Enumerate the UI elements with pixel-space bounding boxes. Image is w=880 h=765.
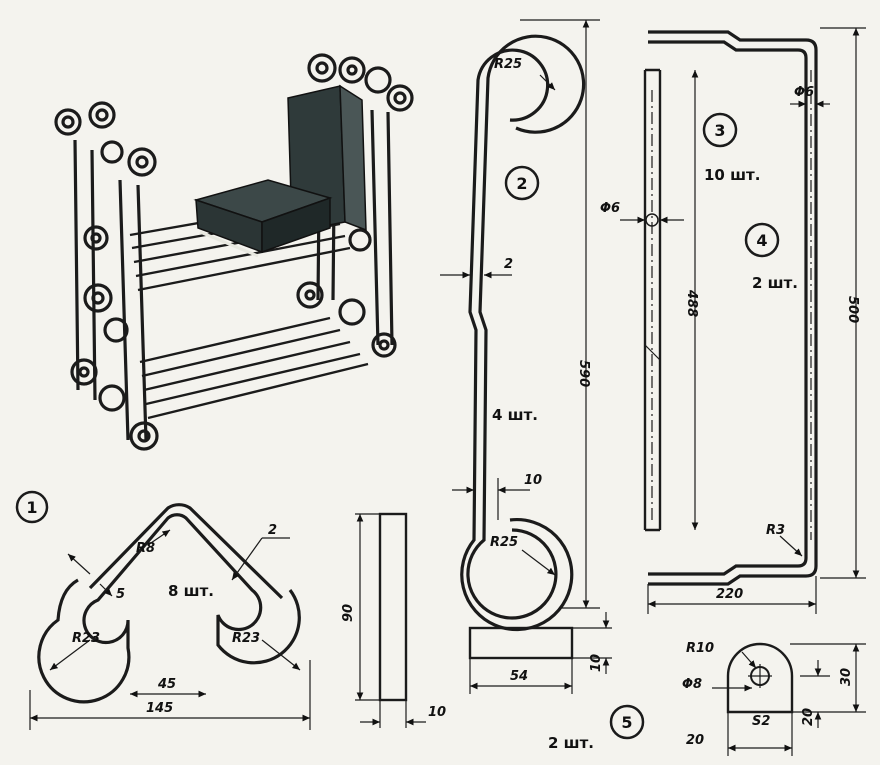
- part-5-number-circle: [609, 704, 645, 740]
- part-1-number: 1: [26, 498, 37, 517]
- part-1-bar-length-dim: 90: [341, 604, 356, 622]
- part-4-quantity: 2 шт.: [752, 274, 798, 292]
- part-1-number-circle: [15, 490, 49, 524]
- part-5-width-dim: 20: [686, 733, 704, 748]
- part-3-diameter-dim: Φ6: [600, 201, 620, 216]
- part-3-number-circle: [702, 112, 738, 148]
- part-1-quantity: 8 шт.: [168, 582, 214, 600]
- left-frame-rails: [73, 139, 97, 401]
- lower-shelf-rods: [139, 316, 369, 420]
- part-1-drawing: 1 5 R8 2 8 шт. R23 R23 45 145 90: [15, 490, 446, 730]
- front-frame-rails: [118, 179, 148, 441]
- part-5-thickness-dim: S2: [752, 714, 770, 729]
- part-3-length-dim: 488: [684, 289, 699, 317]
- part-5-radius-dim: R10: [686, 641, 714, 656]
- part-4-diameter-dim: Φ6: [794, 85, 814, 100]
- part-1-scroll: [37, 503, 301, 704]
- part-4-drawing: Φ6 4 2 шт. 500 R3 220: [647, 27, 866, 614]
- part-4-radius-dim: R3: [766, 523, 785, 538]
- part-2-drawing: R25 2 2 4 шт. 10 R25 590: [440, 19, 600, 632]
- part-2-offset-dim: 10: [524, 473, 542, 488]
- part-3-drawing: Φ6 488 3 10 шт.: [600, 68, 760, 532]
- part-2-outer-strip: [460, 48, 574, 632]
- right-frame-rails: [370, 109, 394, 346]
- books-illustration: [193, 84, 367, 258]
- part-5-bar-height-dim: 10: [589, 654, 604, 672]
- part-2-thickness-dim: 2: [504, 257, 513, 272]
- part-1-small-radius-dim: R8: [136, 541, 155, 556]
- part-1-right-radius-dim: R23: [232, 631, 260, 646]
- part-1-bar-width-dim: 10: [428, 705, 446, 720]
- part-2-top-radius-dim: R25: [494, 57, 522, 72]
- shelf-isometric-view: [54, 53, 414, 451]
- part-5-side-view: [468, 626, 574, 660]
- part-5-bracket: [726, 642, 794, 714]
- part-2-inner-strip: [466, 34, 586, 620]
- part-2-number: 2: [516, 174, 527, 193]
- part-3-number: 3: [714, 121, 725, 140]
- part-5-drawing: 54 10 2 шт. 5 R10 Φ8 S2 20 20 30: [468, 612, 866, 756]
- part-1-inner-dim: 45: [157, 677, 176, 692]
- scroll-curls: [54, 53, 414, 451]
- part-5-hole-dim: Φ8: [682, 677, 702, 692]
- part-5-bar-length-dim: 54: [510, 669, 528, 684]
- part-4-inner-strip: [648, 40, 808, 576]
- part-1-thickness-dim: 2: [268, 523, 277, 538]
- part-3-rod: [643, 68, 662, 532]
- part-5-quantity: 2 шт.: [548, 734, 594, 752]
- part-3-quantity: 10 шт.: [704, 166, 760, 184]
- part-4-outer-strip: [648, 30, 818, 586]
- part-2-bottom-radius-dim: R25: [490, 535, 518, 550]
- part-2-quantity: 4 шт.: [492, 406, 538, 424]
- part-1-left-radius-dim: R23: [72, 631, 100, 646]
- part-4-width-dim: 220: [716, 587, 743, 602]
- part-1-gap-dim: 5: [116, 587, 125, 602]
- part-5-height-dim: 30: [839, 668, 854, 686]
- part-4-number: 4: [756, 231, 767, 250]
- part-5-number: 5: [621, 713, 632, 732]
- part-5-base-dim: 20: [801, 708, 816, 726]
- part-1-overall-dim: 145: [146, 701, 173, 716]
- part-4-number-circle: [744, 222, 780, 258]
- part-2-number-circle: [504, 165, 540, 201]
- part-2-height-dim: 590: [576, 360, 591, 387]
- part-4-height-dim: 500: [845, 296, 860, 323]
- part-1-side-bar: [378, 512, 408, 702]
